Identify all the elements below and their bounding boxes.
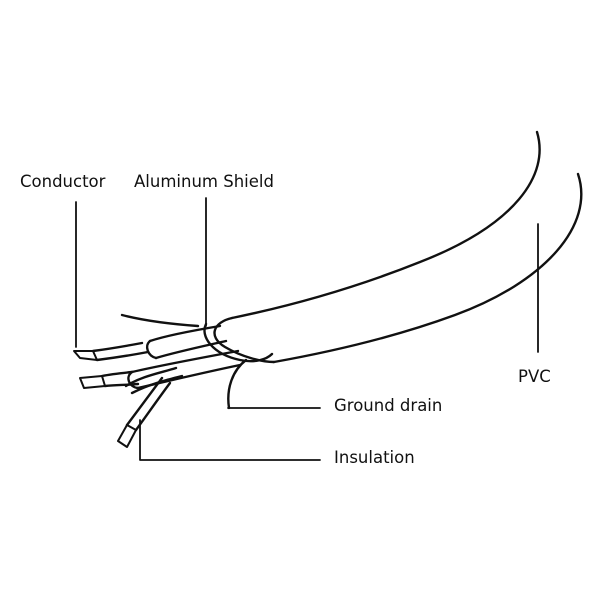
insulated-wire-left (125, 376, 164, 427)
wire-3-top (130, 349, 240, 374)
pvc-jacket-lower-flap (227, 358, 248, 410)
insulation-tip (117, 424, 137, 448)
label-pvc: PVC (518, 367, 551, 386)
pvc-jacket-top-edge (230, 130, 541, 320)
leader-insulation (139, 419, 321, 461)
wire-1-end (145, 339, 158, 360)
wire-2-bottom (95, 350, 150, 362)
pvc-jacket-bottom-edge (272, 172, 583, 364)
wire-2-top (91, 341, 144, 353)
insulated-wire-right (134, 381, 172, 432)
wire-3-end (127, 370, 140, 390)
label-aluminum-shield: Aluminum Shield (134, 172, 274, 191)
label-conductor: Conductor (20, 172, 106, 191)
conductor-2-tip (79, 375, 106, 389)
conductor-1-tip (73, 350, 98, 361)
wire-4-top (100, 370, 134, 378)
wire-4-bottom (103, 382, 140, 388)
wire-1-bottom (154, 339, 228, 360)
wire-1-top (148, 324, 222, 343)
label-insulation: Insulation (334, 448, 415, 467)
label-ground-drain: Ground drain (334, 396, 443, 415)
aluminum-shield-wrap (203, 322, 274, 363)
aluminum-shield-flap (120, 313, 200, 328)
ground-drain-wire (124, 366, 178, 388)
